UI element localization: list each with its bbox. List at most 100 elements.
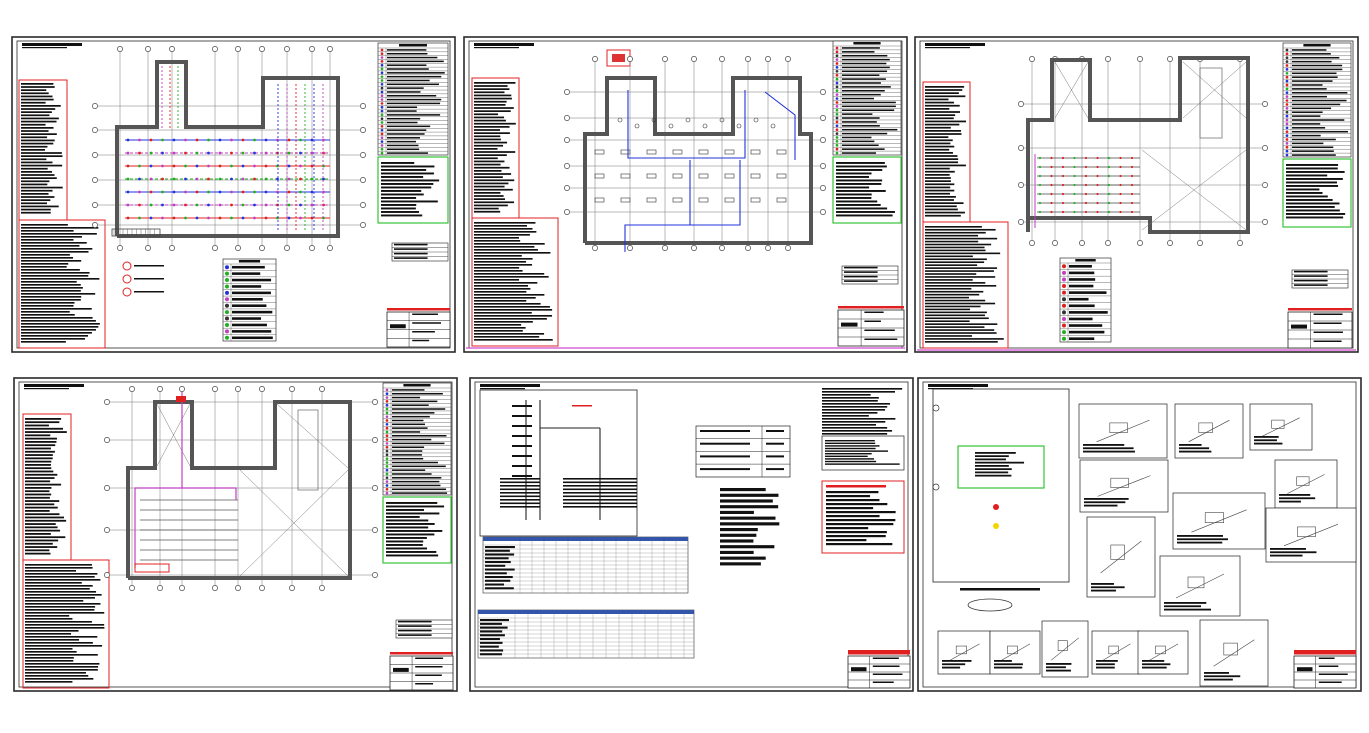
grid-bubble: [627, 245, 633, 251]
text-line: [1179, 444, 1202, 446]
indicator-yellow-icon: [993, 523, 999, 529]
title-block-text: [412, 339, 430, 342]
legend-symbol-icon: [835, 73, 839, 77]
text-line: [480, 626, 508, 629]
title-block-text: [872, 665, 900, 667]
text-line: [474, 154, 507, 157]
outlet-symbol: [207, 216, 210, 220]
legend-symbol-icon: [1062, 316, 1066, 321]
legend-text: [387, 114, 441, 116]
text-line: [381, 165, 435, 168]
legend-text: [392, 488, 447, 491]
grid-bubble: [117, 46, 123, 52]
title-block-text: [1313, 322, 1342, 324]
legend-notes-text: [381, 162, 440, 217]
luminaire: [1119, 210, 1122, 214]
grid-bubble: [372, 485, 378, 491]
legend-text: [1069, 330, 1105, 334]
text-line: [1279, 497, 1316, 500]
text-line: [720, 522, 780, 526]
text-line: [1046, 669, 1071, 672]
detail-text: [1091, 583, 1125, 592]
text-line: [1279, 500, 1301, 503]
text-line: [1096, 660, 1118, 662]
outlet-symbol: [207, 151, 210, 155]
luminaire: [1050, 192, 1053, 196]
legend-text: [232, 298, 263, 301]
text-line: [474, 255, 522, 257]
outlet-symbol: [138, 216, 141, 220]
text-line: [925, 101, 954, 104]
legend-table: [377, 42, 449, 156]
text-line: [825, 455, 868, 458]
legend-symbol-icon: [385, 388, 389, 392]
text-line: [474, 279, 520, 281]
legend-symbol-icon: [225, 290, 229, 295]
text-line: [21, 98, 54, 101]
text-line: [975, 452, 1016, 454]
text-line: [825, 453, 872, 455]
legend-text: [232, 304, 267, 307]
text-line: [1046, 666, 1066, 669]
legend-text: [1292, 88, 1327, 90]
title-block: [386, 308, 451, 348]
legend-symbol-icon: [1062, 310, 1066, 315]
text-line: [381, 190, 422, 192]
revision-text: [844, 266, 878, 269]
legend-text: [392, 389, 425, 391]
legend-symbol-icon: [1285, 87, 1289, 91]
text-line: [21, 155, 63, 158]
text-line: [836, 207, 888, 210]
text-line: [1177, 535, 1223, 537]
text-line: [21, 83, 54, 85]
outlet-symbol: [172, 164, 176, 168]
text-line: [474, 309, 553, 311]
text-line: [822, 430, 893, 432]
outlet-symbol: [149, 151, 153, 155]
legend-symbol-icon: [835, 101, 839, 104]
light-fixture: [634, 123, 640, 129]
text-line: [1204, 678, 1233, 681]
text-line: [21, 183, 48, 186]
text-line: [474, 270, 523, 272]
text-line: [25, 603, 101, 605]
luminaire: [1130, 210, 1134, 214]
text-line: [480, 622, 502, 625]
legend-text: [1292, 56, 1340, 59]
text-line: [822, 388, 903, 390]
legend-text: [1292, 64, 1343, 67]
legend-symbol-icon: [385, 449, 389, 453]
text-line: [925, 86, 965, 88]
legend-text: [1069, 337, 1095, 341]
grid-bubble: [129, 585, 135, 591]
legend-symbol-icon: [380, 71, 384, 75]
text-line: [386, 502, 438, 504]
text-line: [381, 197, 417, 199]
luminaire: [1096, 201, 1099, 205]
text-line: [836, 193, 872, 196]
text-line: [836, 211, 895, 213]
grid-bubble: [1137, 56, 1143, 62]
outlet-symbol: [207, 203, 210, 207]
legend-text: [387, 79, 430, 82]
title-block-text: [415, 674, 442, 676]
title-block-text: [412, 322, 442, 324]
calc-notes-text: [720, 488, 780, 566]
text-line: [1286, 192, 1323, 194]
text-line: [21, 248, 93, 250]
text-line: [822, 427, 888, 429]
legend-text: [1292, 154, 1336, 156]
outlet-symbol: [287, 203, 291, 207]
legend-symbol-icon: [380, 56, 384, 59]
text-line: [25, 567, 93, 569]
text-line: [21, 211, 51, 214]
text-line: [25, 651, 77, 653]
table-text: [700, 455, 750, 458]
text-line: [25, 660, 74, 662]
legend-text: [387, 133, 425, 135]
legend-symbol-icon: [385, 487, 389, 491]
luminaire: [1050, 201, 1053, 205]
grid-bubble: [319, 386, 325, 392]
red-annotation: [572, 405, 592, 407]
text-line: [25, 490, 50, 493]
